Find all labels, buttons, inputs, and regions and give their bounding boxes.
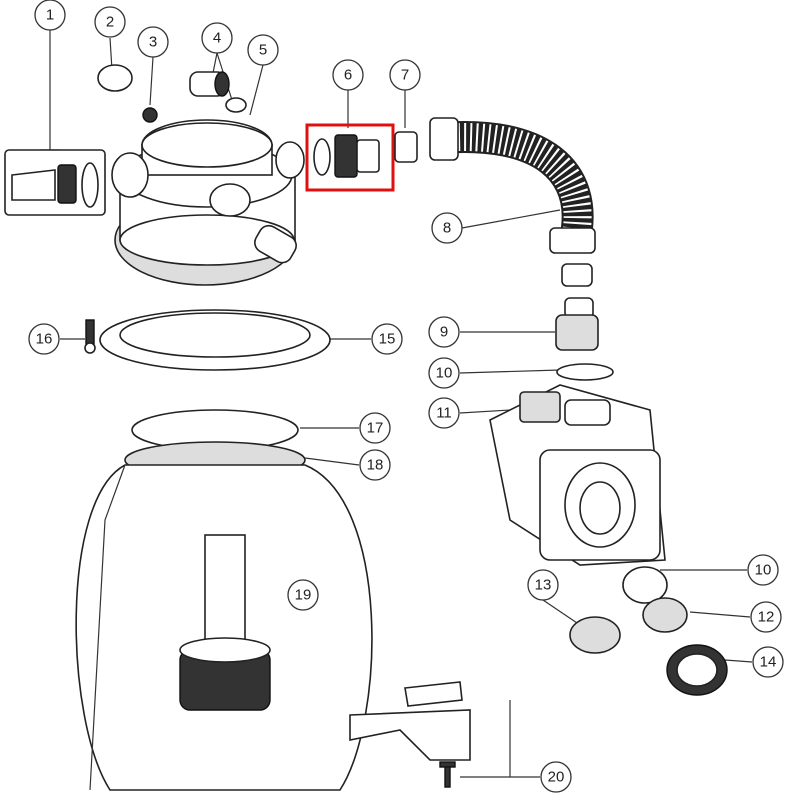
callout-circle (428, 316, 460, 348)
callout-circle (287, 579, 319, 611)
callout-4: 4 (201, 22, 233, 54)
callout-10: 10 (428, 357, 460, 389)
callout-label: 20 (548, 769, 565, 786)
part-o-ring-10b (622, 566, 668, 604)
callout-label: 15 (379, 331, 396, 348)
callout-8: 8 (431, 212, 463, 244)
callout-label: 14 (760, 654, 777, 671)
callout-label: 19 (295, 587, 312, 604)
callout-circle (431, 212, 463, 244)
callout-1: 1 (34, 0, 66, 31)
callout-11: 11 (428, 397, 460, 429)
part-pump (489, 384, 666, 566)
callout-label: 10 (755, 562, 772, 579)
callout-circle (540, 761, 572, 793)
part-union-6 (313, 134, 380, 178)
part-hose-tail-1 (4, 149, 106, 216)
callout-16: 16 (28, 323, 60, 355)
callout-circle (201, 22, 233, 54)
callout-label: 12 (758, 609, 775, 626)
callout-10: 10 (747, 554, 779, 586)
callout-label: 11 (436, 405, 452, 422)
part-connector-4 (189, 71, 247, 113)
callout-label: 16 (36, 331, 53, 348)
callout-label: 13 (535, 577, 552, 594)
callout-5: 5 (247, 34, 279, 66)
part-adapter-13 (569, 616, 621, 654)
part-pressure-gauge-cap (97, 64, 133, 92)
callout-19: 19 (287, 579, 319, 611)
callout-circle (94, 6, 126, 38)
callout-circle (750, 601, 782, 633)
part-clamp (99, 309, 331, 371)
callout-circle (34, 0, 66, 31)
callout-6: 6 (332, 59, 364, 91)
callout-circle (428, 357, 460, 389)
callout-17: 17 (359, 412, 391, 444)
callout-13: 13 (527, 569, 559, 601)
callout-14: 14 (752, 646, 784, 678)
callout-circle (28, 323, 60, 355)
callout-circle (359, 449, 391, 481)
callout-12: 12 (750, 601, 782, 633)
part-adapter-12 (642, 597, 688, 633)
part-drain-20 (404, 681, 463, 788)
part-filter-tank (75, 464, 471, 791)
callout-circle (359, 412, 391, 444)
callout-circle (389, 59, 421, 91)
callout-circle (527, 569, 559, 601)
part-multiport-valve (111, 119, 305, 286)
part-flex-hose (429, 117, 596, 254)
part-drain-plug (142, 107, 158, 123)
highlight-box (305, 123, 395, 192)
callout-3: 3 (137, 26, 169, 58)
part-union-9 (555, 263, 599, 351)
callout-label: 5 (259, 42, 267, 59)
callout-label: 3 (149, 34, 157, 51)
callout-label: 7 (401, 67, 409, 84)
leader-lines (40, 30, 753, 778)
callout-label: 6 (344, 67, 352, 84)
part-o-ring-10 (556, 363, 614, 381)
part-adapter-7 (394, 131, 418, 163)
callout-label: 2 (106, 14, 114, 31)
callout-label: 18 (367, 457, 384, 474)
callout-circle (428, 397, 460, 429)
callout-20: 20 (540, 761, 572, 793)
callout-label: 4 (213, 30, 221, 47)
callout-label: 9 (440, 324, 448, 341)
callout-label: 8 (443, 220, 451, 237)
callout-circle (371, 323, 403, 355)
callout-circle (137, 26, 169, 58)
callout-circle (332, 59, 364, 91)
callout-7: 7 (389, 59, 421, 91)
callout-circle (747, 554, 779, 586)
part-bolt-16 (84, 319, 96, 354)
callout-18: 18 (359, 449, 391, 481)
callout-circle (247, 34, 279, 66)
callout-15: 15 (371, 323, 403, 355)
callout-label: 17 (367, 420, 384, 437)
callout-2: 2 (94, 6, 126, 38)
callout-label: 1 (46, 7, 54, 24)
callout-label: 10 (436, 365, 453, 382)
callout-circle (752, 646, 784, 678)
callout-9: 9 (428, 316, 460, 348)
